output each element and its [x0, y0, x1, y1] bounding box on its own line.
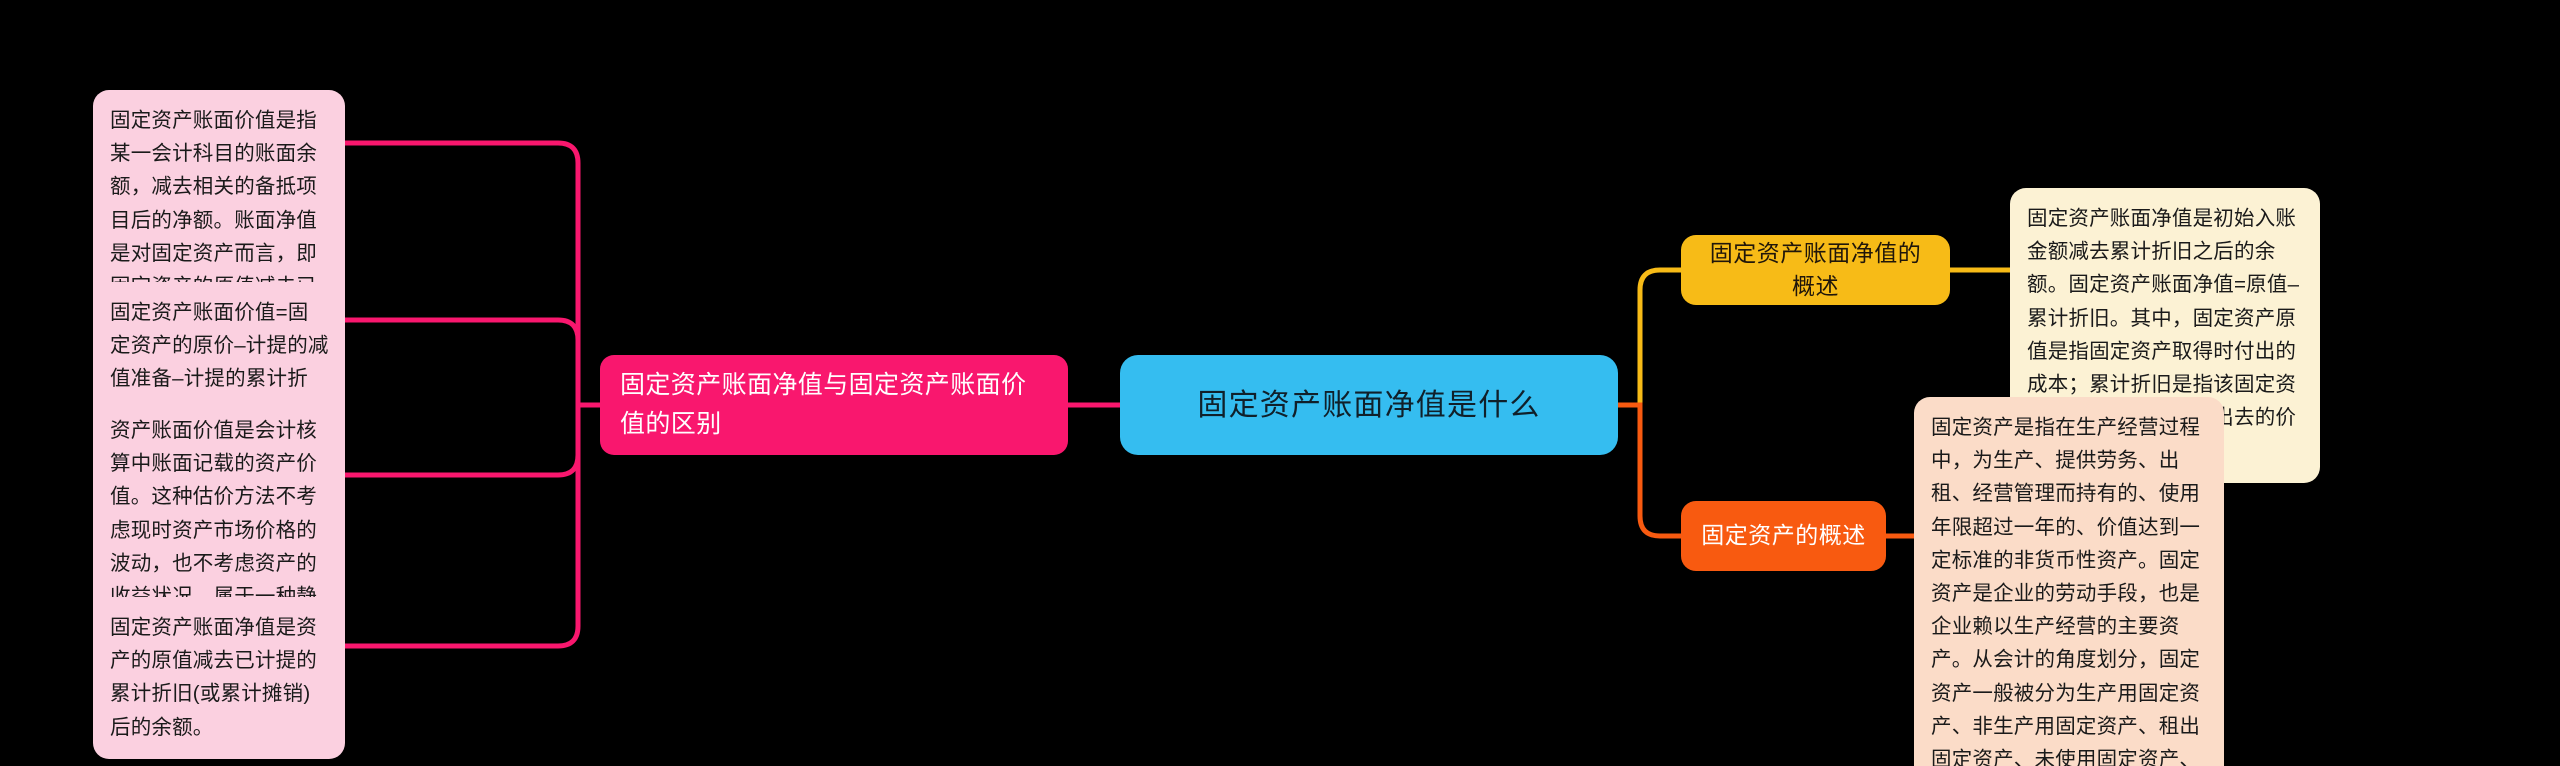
- left-leaf-text-2: 固定资产账面价值=固定资产的原价–计提的减值准备–计提的累计折旧；: [110, 301, 329, 424]
- left-branch-node[interactable]: 固定资产账面净值与固定资产账面价值的区别: [600, 355, 1068, 455]
- connector-left-bracket: [345, 140, 581, 405]
- left-leaf-box-4[interactable]: 固定资产账面净值是资产的原值减去已计提的累计折旧(或累计摊销)后的余额。: [93, 597, 345, 759]
- connector-root-to-orange-branch: [1618, 402, 1681, 539]
- root-node[interactable]: 固定资产账面净值是什么: [1120, 355, 1618, 455]
- connector-left-leaf-4: [345, 405, 581, 649]
- right-leaf-box-2[interactable]: 固定资产是指在生产经营过程中，为生产、提供劳务、出租、经营管理而持有的、使用年限…: [1914, 397, 2224, 766]
- right-branch-label-2: 固定资产的概述: [1701, 522, 1866, 549]
- connector-left-leaf-2: [345, 317, 581, 405]
- left-branch-label: 固定资产账面净值与固定资产账面价值的区别: [620, 371, 1027, 438]
- connector-left-leaf-3: [345, 405, 581, 478]
- root-label: 固定资产账面净值是什么: [1197, 388, 1541, 422]
- left-leaf-text-4: 固定资产账面净值是资产的原值减去已计提的累计折旧(或累计摊销)后的余额。: [110, 616, 317, 739]
- connector-root-to-amber-branch: [1618, 267, 1681, 408]
- right-leaf-text-2: 固定资产是指在生产经营过程中，为生产、提供劳务、出租、经营管理而持有的、使用年限…: [1931, 416, 2201, 766]
- right-branch-node-2[interactable]: 固定资产的概述: [1681, 501, 1886, 571]
- right-branch-label-1: 固定资产账面净值的概述: [1709, 239, 1922, 299]
- right-branch-node-1[interactable]: 固定资产账面净值的概述: [1681, 235, 1950, 305]
